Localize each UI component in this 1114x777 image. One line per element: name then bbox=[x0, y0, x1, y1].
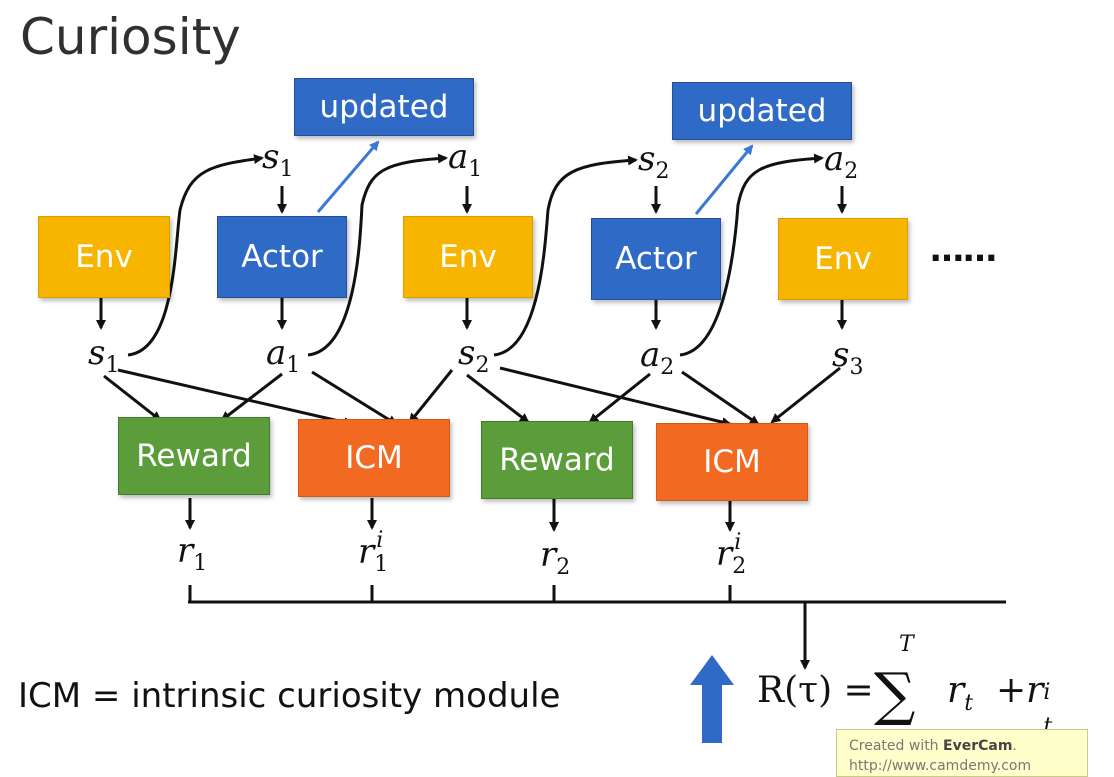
sigma-symbol: ∑ bbox=[874, 660, 916, 728]
updated-box-1: updated bbox=[294, 78, 474, 136]
formula-lhs: R(τ) = bbox=[757, 670, 874, 711]
symbol-s3: s3 bbox=[832, 335, 864, 380]
ellipsis: …… bbox=[930, 230, 997, 270]
symbol-a2-top: a2 bbox=[824, 139, 859, 184]
symbol-a1: a1 bbox=[266, 333, 301, 378]
actor-box-2: Actor bbox=[591, 218, 721, 300]
symbol-s2: s2 bbox=[458, 333, 490, 378]
sigma-upper-bound: T bbox=[899, 632, 914, 657]
icm-box-2: ICM bbox=[656, 423, 808, 501]
env-box-1: Env bbox=[38, 216, 170, 298]
symbol-r2-intrinsic: r2i bbox=[716, 530, 747, 579]
actor-box-1: Actor bbox=[217, 216, 347, 298]
symbol-r1-intrinsic: r1i bbox=[358, 528, 389, 577]
symbol-r2: r2 bbox=[540, 535, 571, 580]
symbol-s1: s1 bbox=[88, 333, 120, 378]
symbol-a1-top: a1 bbox=[448, 137, 483, 182]
slide-title: Curiosity bbox=[20, 8, 241, 66]
symbol-s1-top: s1 bbox=[262, 137, 294, 182]
evercam-watermark: Created with EverCam. http://www.camdemy… bbox=[836, 729, 1088, 777]
env-box-3: Env bbox=[778, 218, 908, 300]
icm-definition: ICM = intrinsic curiosity module bbox=[18, 676, 561, 716]
increase-arrow-icon bbox=[690, 655, 734, 743]
reward-box-2: Reward bbox=[481, 421, 633, 499]
reward-box-1: Reward bbox=[118, 417, 270, 495]
symbol-a2: a2 bbox=[640, 335, 675, 380]
icm-box-1: ICM bbox=[298, 419, 450, 497]
symbol-s2-top: s2 bbox=[638, 139, 670, 184]
symbol-r1: r1 bbox=[177, 531, 208, 576]
updated-box-2: updated bbox=[672, 82, 852, 140]
env-box-2: Env bbox=[403, 216, 533, 298]
